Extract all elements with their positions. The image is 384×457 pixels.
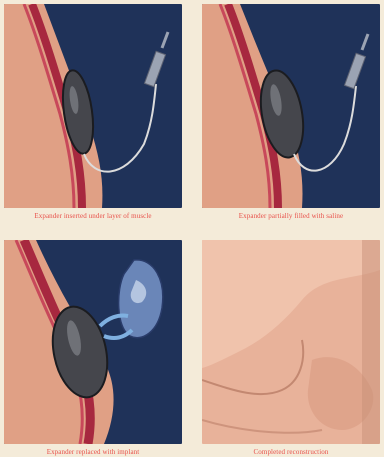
- completed-reconstruction-illustration: [202, 240, 380, 444]
- panel-implant-replaced: [4, 240, 182, 444]
- caption-expander-filled: Expander partially filled with saline: [202, 212, 380, 220]
- implant-replaced-illustration: [4, 240, 182, 444]
- panel-expander-filled: [202, 4, 380, 208]
- caption-expander-inserted: Expander inserted under layer of muscle: [4, 212, 182, 220]
- expander-filled-illustration: [202, 4, 380, 208]
- panel-completed: [202, 240, 380, 444]
- caption-implant-replaced: Expander replaced with implant: [4, 448, 182, 456]
- expander-inserted-illustration: [4, 4, 182, 208]
- caption-completed: Completed reconstruction: [202, 448, 380, 456]
- panel-expander-inserted: Expander inserted under layer of muscle: [4, 4, 182, 208]
